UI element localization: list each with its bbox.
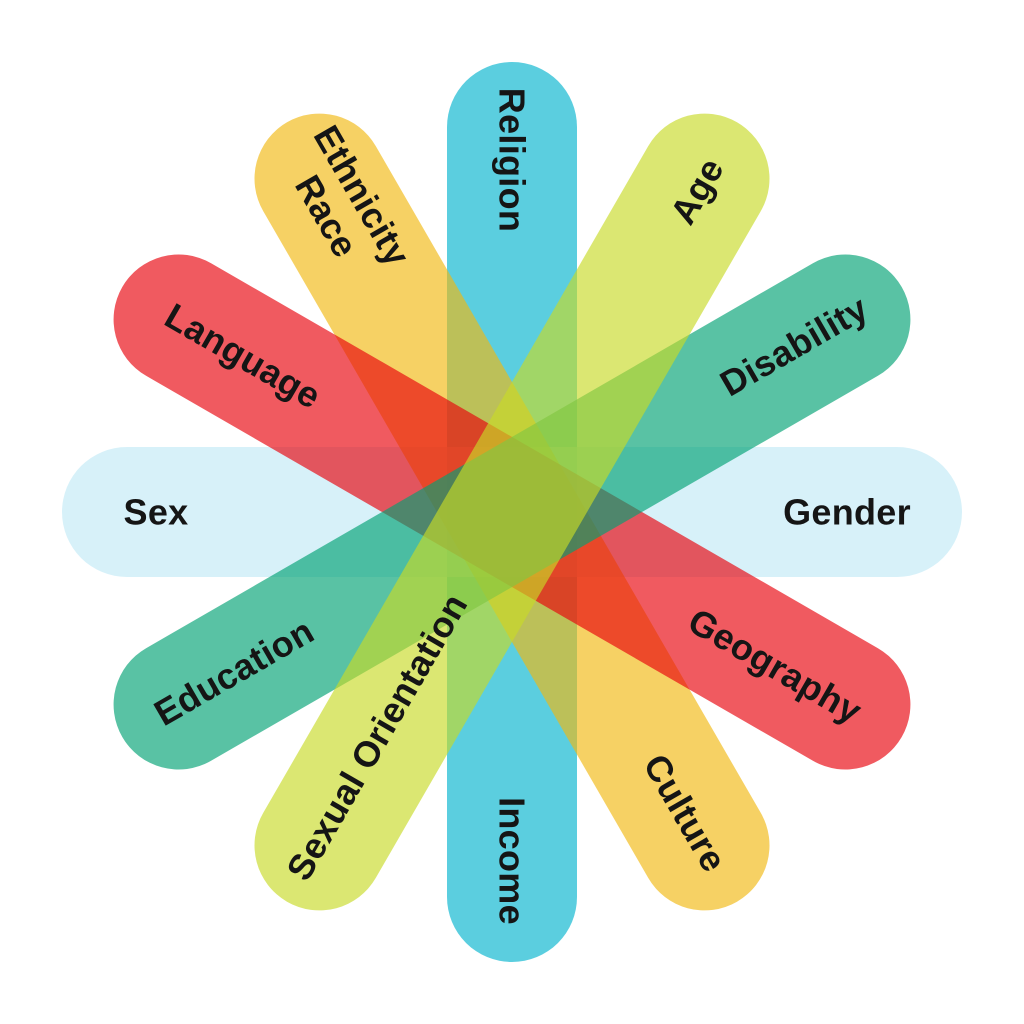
bar-sexual-orientation-age-capsule — [254, 113, 770, 911]
